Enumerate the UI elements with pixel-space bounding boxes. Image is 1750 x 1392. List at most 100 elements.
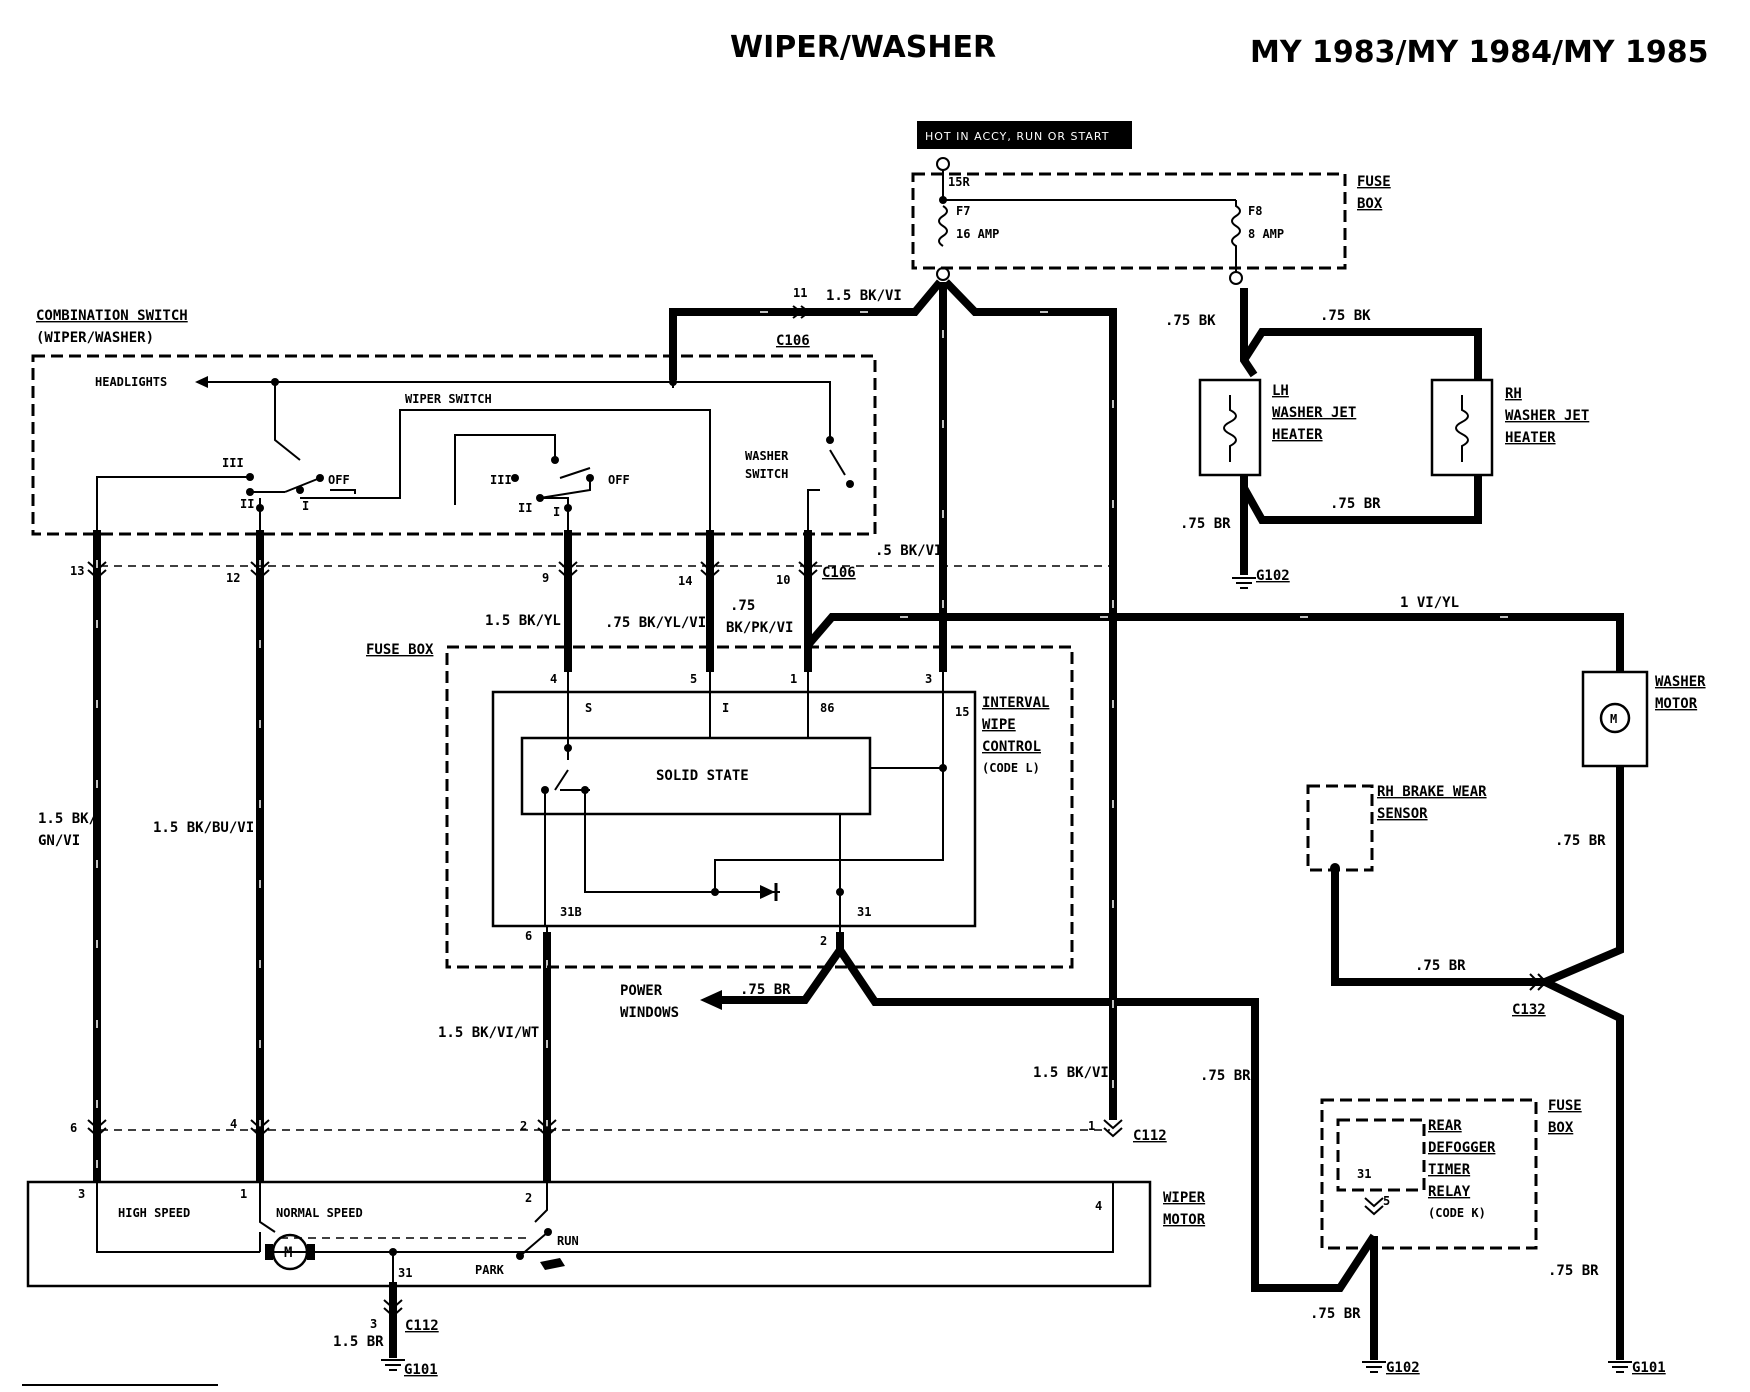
f8-output [1229, 271, 1243, 285]
hot-terminal [936, 157, 950, 171]
fuse-f7-symbol [938, 205, 948, 247]
wiper-motor-internals [96, 1182, 1114, 1282]
wire-label-75-br-c: .75 BR [1200, 1068, 1251, 1084]
defogger-fuse-box [1320, 1098, 1538, 1250]
pin-9: 9 [542, 571, 549, 585]
washer-motor-circle [1599, 702, 1631, 734]
defogger-fuse-label-2: BOX [1548, 1120, 1574, 1136]
wire-label-75-bk-b: .75 BK [1320, 308, 1371, 324]
interval-wipe-line3: CONTROL [982, 739, 1041, 755]
diagram-title: WIPER/WASHER [730, 30, 996, 65]
iw-term-31: 31 [857, 905, 871, 919]
brake-sensor-label-1: RH BRAKE WEAR [1377, 784, 1487, 800]
wire-75-br-rh [1240, 475, 1482, 524]
defogger-label-2: DEFOGGER [1428, 1140, 1496, 1156]
iw-pin-1: 1 [790, 672, 797, 686]
motor-nodes [389, 1228, 552, 1260]
wire-label-75-br-b: .75 BR [1330, 496, 1381, 512]
fuse-f8-symbol [1231, 200, 1241, 272]
combination-switch-box [31, 354, 877, 536]
pin-14: 14 [678, 574, 692, 588]
c132-glyph [1529, 973, 1548, 991]
park-contact [540, 1258, 565, 1270]
iw-term-s: S [585, 701, 592, 715]
model-years: MY 1983/MY 1984/MY 1985 [1250, 35, 1708, 70]
brake-wear-sensor-box [1306, 784, 1374, 872]
pin-13: 13 [70, 564, 84, 578]
defogger-fuse-label-1: FUSE [1548, 1098, 1582, 1114]
motor-term-31: 31 [398, 1266, 412, 1280]
washer-switch-label-2: SWITCH [745, 467, 788, 481]
wire-label-75-br-e: .75 BR [1415, 958, 1466, 974]
wire-label-75-br-f: .75 BR [1310, 1306, 1361, 1322]
wiper-motor-box [26, 1180, 1152, 1288]
wire-label-75-br-g: .75 BR [1548, 1263, 1599, 1279]
connector-c106-mid: C106 [822, 565, 856, 581]
pin-4: 4 [230, 1117, 237, 1131]
hot-banner-box [917, 121, 1132, 149]
lh-heater-label-3: HEATER [1272, 427, 1323, 443]
motor-brush-right [307, 1244, 315, 1260]
off-label-1: OFF [328, 473, 350, 487]
rh-heater-label-3: HEATER [1505, 430, 1556, 446]
wire-label-75-bk-pk-vi-1: .75 [730, 598, 755, 614]
combination-switch-internals [96, 381, 846, 530]
defogger-label-3: TIMER [1428, 1162, 1471, 1178]
fuse-box-top-label-1: FUSE [1357, 174, 1391, 190]
lh-heater-element [1223, 395, 1237, 462]
rh-heater-element [1455, 395, 1469, 462]
washer-motor-label-2: MOTOR [1655, 696, 1698, 712]
pin-11: 11 [793, 286, 807, 300]
iw-pin-6: 6 [525, 929, 532, 943]
fuse-f8-rating: 8 AMP [1248, 227, 1284, 241]
off-label-2: OFF [608, 473, 630, 487]
ground-symbol-g101-b [1608, 1361, 1632, 1373]
interval-wipe-control [491, 690, 977, 928]
motor-pin-3: 3 [78, 1187, 85, 1201]
ground-symbol-g102-b [1362, 1361, 1386, 1373]
wire-1-vi-yl [804, 613, 1624, 672]
interval-wipe-line4: (CODE L) [982, 761, 1040, 775]
ground-g101-b: G101 [1632, 1360, 1666, 1376]
wire-label-75-br-pw: .75 BR [740, 982, 791, 998]
washer-switch-label-1: WASHER [745, 449, 789, 463]
lh-heater-box [1198, 378, 1262, 477]
power-windows-2: WINDOWS [620, 1005, 679, 1021]
pos-i-a: I [302, 499, 309, 513]
wire-75-br-interval-ground [717, 942, 1378, 1292]
interval-wipe-line2: WIPE [982, 717, 1016, 733]
interval-fuse-box-label: FUSE BOX [366, 642, 434, 658]
power-windows-arrow [700, 990, 722, 1010]
pos-iii-a: III [222, 456, 244, 470]
interval-nodes [541, 744, 947, 896]
rh-heater-box [1430, 378, 1494, 477]
lh-heater-label-2: WASHER JET [1272, 405, 1356, 421]
defogger-term-31: 31 [1357, 1167, 1371, 1181]
fuse-f7-rating: 16 AMP [956, 227, 999, 241]
motor-pin-2: 2 [525, 1191, 532, 1205]
wire-label-75-br-d: .75 BR [1555, 833, 1606, 849]
pos-iii-b: III [490, 473, 512, 487]
wire-label-1-5-bk-gn-vi-1: 1.5 BK/ [38, 811, 97, 827]
ground-g101-a: G101 [404, 1362, 438, 1378]
wire-label-75-bk-pk-vi-2: BK/PK/VI [726, 620, 793, 636]
headlights-arrow [195, 376, 208, 388]
washer-motor-box [1581, 670, 1649, 768]
iw-term-86: 86 [820, 701, 834, 715]
wire-label-1-5-bk-vi-right: 1.5 BK/VI [1033, 1065, 1109, 1081]
iw-pin-4: 4 [550, 672, 557, 686]
interval-wipe-internals [544, 672, 944, 932]
pin-12: 12 [226, 571, 240, 585]
wiper-motor-label-1: WIPER [1163, 1190, 1206, 1206]
wiper-switch-label: WIPER SWITCH [405, 392, 492, 406]
f7-output [936, 267, 950, 281]
solid-state-label: SOLID STATE [656, 768, 749, 784]
brake-sensor-label-2: SENSOR [1377, 806, 1428, 822]
wire-label-1-vi-yl: 1 VI/YL [1400, 595, 1459, 611]
wire-75-bk-rh [1240, 328, 1482, 380]
rh-heater-label-1: RH [1505, 386, 1522, 402]
combination-switch-title-1: COMBINATION SWITCH [36, 308, 188, 324]
hot-banner: HOT IN ACCY, RUN OR START [925, 130, 1109, 143]
fuse-box-top-label-2: BOX [1357, 196, 1383, 212]
